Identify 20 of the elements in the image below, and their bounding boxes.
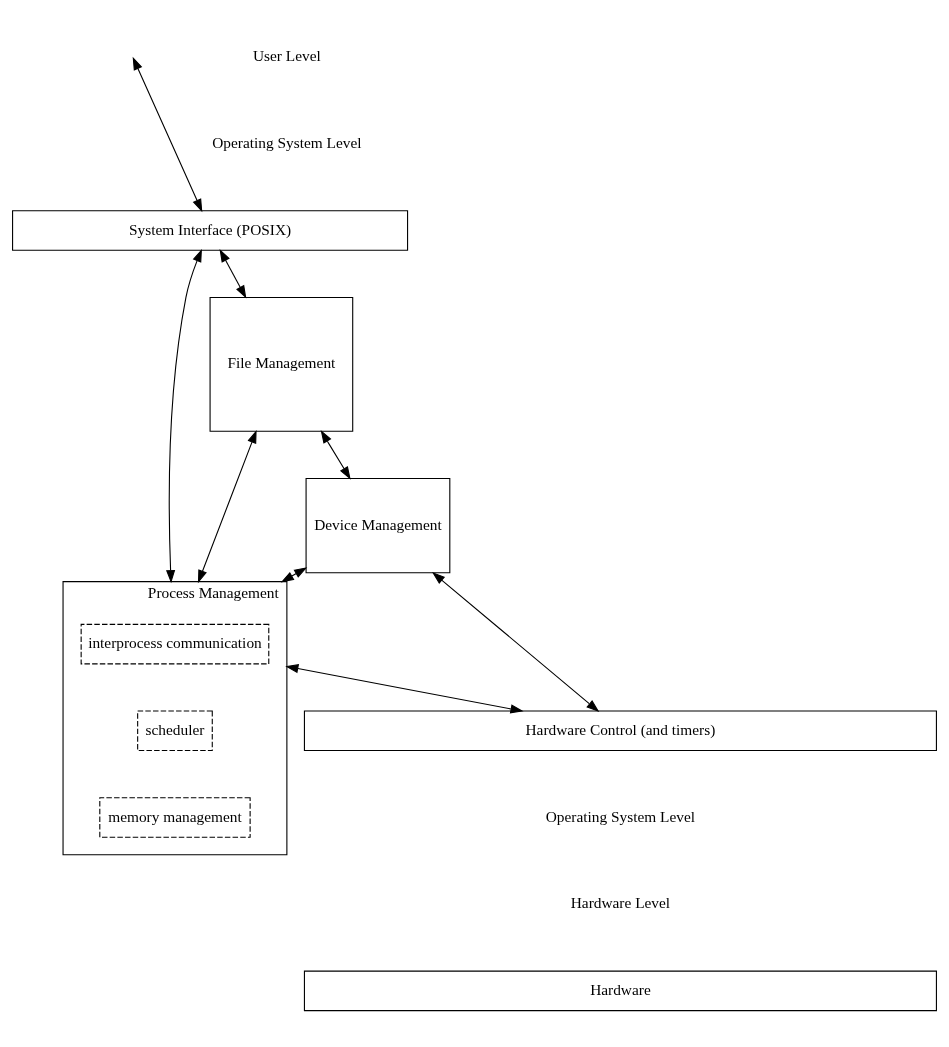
- node-box: memory management: [99, 796, 251, 838]
- node-box: File Management: [209, 296, 354, 432]
- label: User Level: [252, 46, 321, 64]
- arrow: [285, 663, 524, 713]
- label: Operating System Level: [545, 807, 696, 825]
- node-box: Hardware Control (and timers): [303, 710, 937, 751]
- node-box: scheduler: [137, 710, 213, 751]
- arrow: [219, 248, 247, 299]
- arrow: [320, 429, 351, 480]
- label: Hardware Level: [570, 893, 671, 911]
- node-box: Device Management: [305, 477, 451, 573]
- arrow: [132, 56, 203, 212]
- arrow: [197, 429, 257, 583]
- node-box: interprocess communication: [80, 623, 270, 664]
- node-box: Hardware: [303, 970, 937, 1011]
- arrow: [166, 248, 202, 583]
- arrow: [432, 571, 600, 712]
- node-box: System Interface (POSIX): [12, 209, 409, 251]
- arrow: [280, 566, 308, 582]
- label: Operating System Level: [212, 133, 362, 151]
